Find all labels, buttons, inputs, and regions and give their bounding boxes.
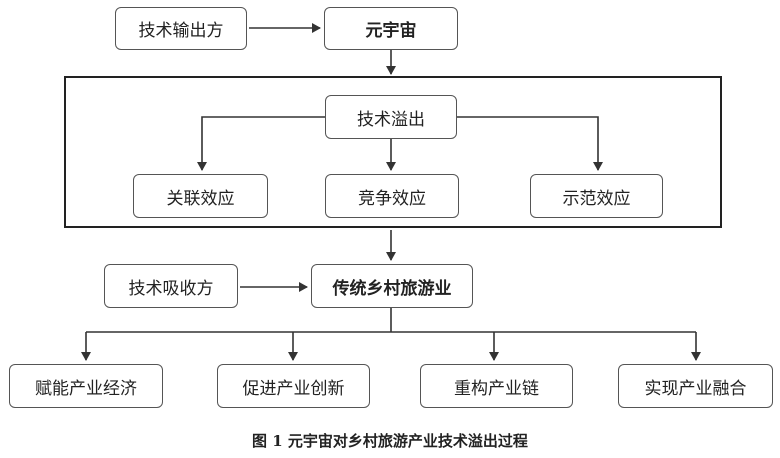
arrow-spillover-to-correlation [197, 116, 325, 171]
metaverse-box: 元宇宙 [324, 7, 458, 50]
restructure-chain-box: 重构产业链 [420, 364, 573, 408]
spillover-effects-frame [64, 76, 722, 228]
tech-spillover-box: 技术溢出 [325, 95, 457, 139]
rural-tourism-box: 传统乡村旅游业 [311, 264, 473, 308]
demonstration-effect-box: 示范效应 [530, 174, 663, 218]
arrow-spillover-to-demonstration [457, 116, 603, 171]
promote-innovation-box: 促进产业创新 [217, 364, 370, 408]
competition-effect-box: 竞争效应 [325, 174, 459, 218]
tech-output-party-box: 技术输出方 [115, 7, 247, 50]
tech-absorbing-party-box: 技术吸收方 [104, 264, 238, 308]
figure-caption: 图 1 元宇宙对乡村旅游产业技术溢出过程 [252, 432, 528, 450]
correlation-effect-box: 关联效应 [133, 174, 268, 218]
integration-box: 实现产业融合 [618, 364, 773, 408]
empower-economy-box: 赋能产业经济 [9, 364, 163, 408]
